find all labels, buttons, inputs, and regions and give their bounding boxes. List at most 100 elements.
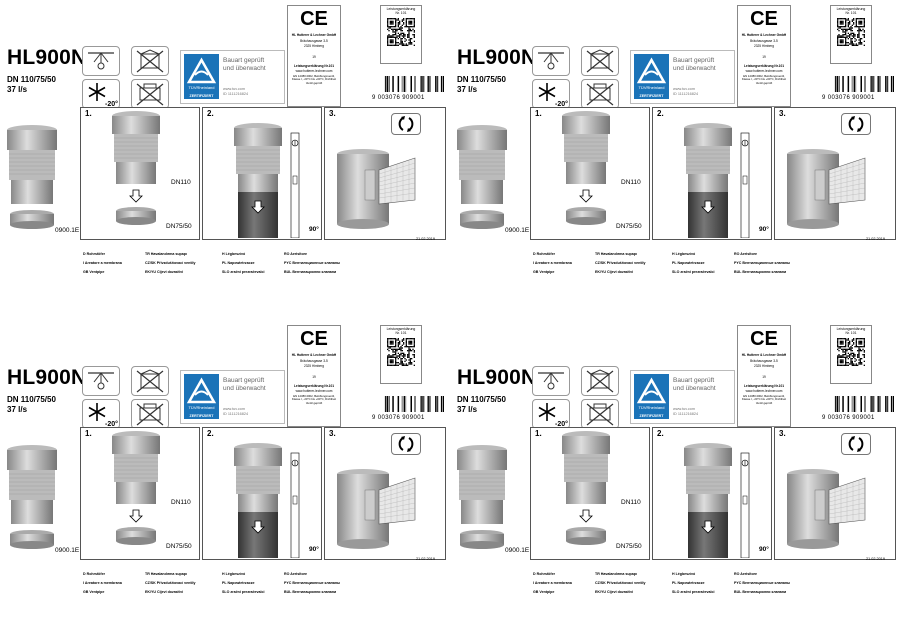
dn110-label: DN110: [171, 499, 191, 506]
language-entry: EK/YU Cijevi dozračivi: [595, 270, 634, 274]
step3-panel: 3.: [774, 427, 896, 560]
step2-illustration: [234, 123, 300, 238]
dimension-spec: DN 110/75/50: [457, 395, 506, 404]
tuv-certified: ZERTIFIZIERT: [189, 414, 214, 418]
ce-year: 19: [762, 55, 766, 59]
no-pressure-icon: [131, 399, 169, 429]
qr-caption-line1: Leistungserklärung: [836, 327, 866, 331]
language-entry: TR Havalandırma supapı: [145, 572, 187, 576]
step3-illustration: [337, 469, 416, 549]
product-label: HL900N DN 110/75/50 37 l/s -20° TÜVRhein…: [450, 320, 900, 620]
tuv-text-line2: und überwacht: [673, 65, 716, 72]
language-column-3: H Légbeszívó PL Napowietrzacze SLO zračn…: [672, 250, 715, 277]
tuv-logo: TÜVRheinland ZERTIFIZIERT: [184, 54, 219, 99]
language-entry: SLO zračni prezračevalci: [222, 590, 265, 594]
qr-code: [387, 338, 415, 366]
ce-mark: CE: [300, 328, 328, 350]
step1-panel: 1. DN110 DN75/50: [530, 427, 650, 560]
dn75-label: DN75/50: [616, 543, 642, 550]
step2-illustration: [684, 443, 750, 558]
tuv-logo: TÜVRheinland ZERTIFIZIERT: [634, 54, 669, 99]
language-entry: TR Havalandırma supapı: [145, 252, 187, 256]
frost-temp-label: -20°: [555, 420, 568, 428]
step1-number: 1.: [535, 109, 542, 118]
language-entry: GB Ventpipe: [83, 270, 105, 274]
no-outdoor-icon: [131, 366, 169, 396]
language-entry: H Légbeszívó: [222, 572, 246, 576]
step3-panel: 3.: [324, 107, 446, 240]
print-date: 21.02.2019: [416, 557, 436, 561]
no-sunlight-icon: [82, 366, 120, 396]
language-entry: SLO zračni prezračevalci: [222, 270, 265, 274]
language-entry: D Rohrstöfer: [83, 252, 105, 256]
no-pressure-icon: [581, 399, 619, 429]
frost-temp-label: -20°: [105, 100, 118, 108]
tuv-url: www.tuv.com: [223, 87, 246, 91]
barcode-bars: [834, 76, 894, 92]
manufacturer-city: 2325 Himberg: [753, 44, 775, 48]
language-entry: TR Havalandırma supapı: [595, 572, 637, 576]
no-outdoor-icon: [131, 46, 169, 76]
language-column-1: D Rohrstöfer I Areatore a membrana GB Ve…: [533, 250, 572, 277]
step2-panel: 2. 90°: [202, 427, 322, 560]
barcode-number: 9 003076 909001: [372, 415, 425, 421]
declaration-number: Leistungserklärung Nr.101: [293, 384, 335, 388]
ce-small-print: EN 12380:2002, Belüftungsventil, Klasse …: [741, 394, 787, 405]
ce-mark: CE: [750, 328, 778, 350]
print-date: 21.02.2019: [866, 557, 886, 561]
qr-caption-line1: Leistungserklärung: [386, 7, 416, 11]
step3-number: 3.: [329, 429, 336, 438]
product-title: HL900N: [7, 366, 87, 389]
language-entry: CZ/SK Přivzdušňovací ventily: [595, 581, 646, 585]
ce-label-box: CE HL Hutterer & Lechner GmbH Bräuhausga…: [737, 325, 791, 427]
language-entry: GB Ventpipe: [83, 590, 105, 594]
language-entry: BUL Вентилационни клапани: [284, 270, 337, 274]
language-column-2: TR Havalandırma supapı CZ/SK Přivzdušňov…: [145, 250, 196, 277]
dimension-spec: DN 110/75/50: [7, 395, 56, 404]
no-sunlight-icon: [82, 46, 120, 76]
tuv-logo: TÜVRheinland ZERTIFIZIERT: [634, 374, 669, 419]
part-code: 0900.1E: [55, 547, 80, 554]
dimension-spec: DN 110/75/50: [7, 75, 56, 84]
dn75-label: DN75/50: [166, 543, 192, 550]
angle-label: 90°: [309, 546, 319, 553]
step3-illustration: [787, 149, 866, 229]
tuv-certification-badge: TÜVRheinland ZERTIFIZIERT Bauart geprüft…: [180, 370, 285, 424]
dimension-spec: DN 110/75/50: [457, 75, 506, 84]
tuv-certification-badge: TÜVRheinland ZERTIFIZIERT Bauart geprüft…: [630, 50, 735, 104]
language-column-3: H Légbeszívó PL Napowietrzacze SLO zračn…: [222, 570, 265, 597]
tuv-text-line2: und überwacht: [223, 385, 266, 392]
language-entry: RO Aerisitore: [284, 252, 308, 256]
manufacturer-name: HL Hutterer & Lechner GmbH: [741, 353, 787, 357]
tuv-text-line1: Bauart geprüft: [673, 57, 715, 64]
barcode-bars: [384, 76, 444, 92]
ce-year: 19: [312, 375, 316, 379]
language-column-4: RO Aerisitore PYC Вентиляционные клапаны…: [734, 570, 790, 597]
tuv-id: ID 1111216824: [223, 412, 249, 416]
barcode-bars: [384, 396, 444, 412]
tuv-text-line1: Bauart geprüft: [223, 57, 265, 64]
language-entry: BUL Вентилационни клапани: [734, 590, 787, 594]
step1-illustration: [562, 111, 610, 225]
frost-icon: -20°: [532, 79, 570, 109]
qr-code: [837, 18, 865, 46]
ce-mark: CE: [750, 8, 778, 30]
part-code: 0900.1E: [505, 547, 530, 554]
product-label: HL900N DN 110/75/50 37 l/s -20° TÜVRhein…: [0, 320, 450, 620]
language-entry: PYC Вентиляционные клапаны: [734, 261, 791, 265]
step3-panel: 3.: [324, 427, 446, 560]
dn75-label: DN75/50: [166, 223, 192, 230]
tuv-certified: ZERTIFIZIERT: [189, 94, 214, 98]
language-entry: RO Aerisitore: [734, 252, 758, 256]
product-illustration: [7, 125, 57, 229]
tuv-text-line2: und überwacht: [673, 385, 716, 392]
product-illustration: [457, 445, 507, 549]
angle-label: 90°: [759, 226, 769, 233]
product-illustration: [7, 445, 57, 549]
manufacturer-street: Bräuhausgasse 3-5: [750, 359, 778, 363]
print-date: 21.02.2019: [416, 237, 436, 241]
tuv-logo: TÜVRheinland ZERTIFIZIERT: [184, 374, 219, 419]
barcode-bars: [834, 396, 894, 412]
